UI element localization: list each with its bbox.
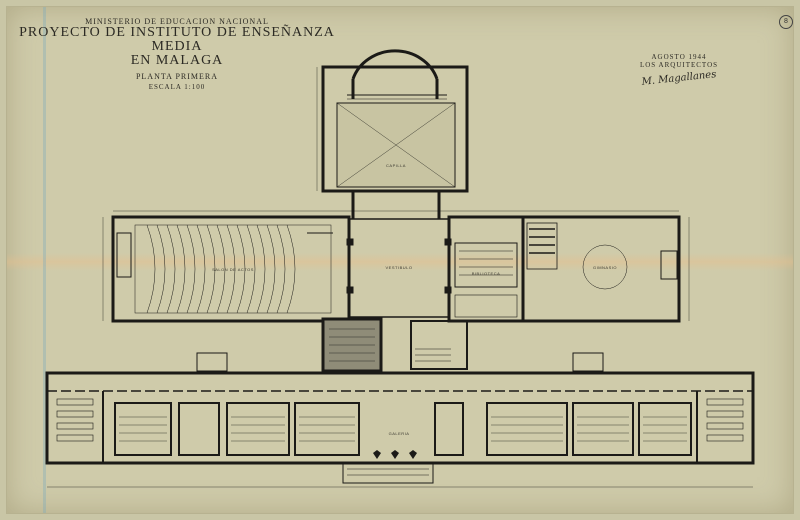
classroom-wing (45, 371, 755, 484)
ministry-label: MINISTERIO DE EDUCACION NACIONAL (85, 17, 269, 26)
room-label-chapel: CAPILLA (386, 163, 406, 168)
plan-name: PLANTA PRIMERA (135, 72, 219, 81)
room-label-assembly-hall: SALON DE ACTOS (212, 267, 254, 272)
architects-label: LOS ARQUITECTOS (639, 61, 719, 69)
drawing-date: AGOSTO 1944 (651, 53, 707, 61)
fold-crease-horizontal (7, 253, 793, 271)
chapel-block (321, 49, 469, 193)
title-block: MINISTERIO DE EDUCACION NACIONAL PROYECT… (17, 17, 337, 91)
room-label-vestibule: VESTIBULO (386, 265, 413, 270)
project-title: PROYECTO DE INSTITUTO DE ENSEÑANZA MEDIA (19, 25, 335, 54)
sheet-number-stamp: 8 (779, 15, 793, 29)
library-gym-block (447, 215, 681, 323)
stair-block (321, 317, 468, 373)
project-city: EN MALAGA (130, 53, 224, 68)
fold-crease-vertical (43, 7, 46, 513)
drawing-sheet: CAPILLA SALON DE ACTOS VESTIBULO BIBLIOT… (6, 6, 794, 514)
room-label-library: BIBLIOTECA (472, 271, 501, 276)
room-label-gym: GIMNASIO (593, 265, 617, 270)
assembly-hall-block (111, 215, 351, 323)
room-label-gallery: GALERIA (389, 431, 410, 436)
floor-plan: CAPILLA SALON DE ACTOS VESTIBULO BIBLIOT… (45, 49, 755, 488)
plan-scale: ESCALA 1:100 (148, 83, 206, 91)
signature-block: AGOSTO 1944 LOS ARQUITECTOS M. Magallane… (619, 53, 739, 88)
